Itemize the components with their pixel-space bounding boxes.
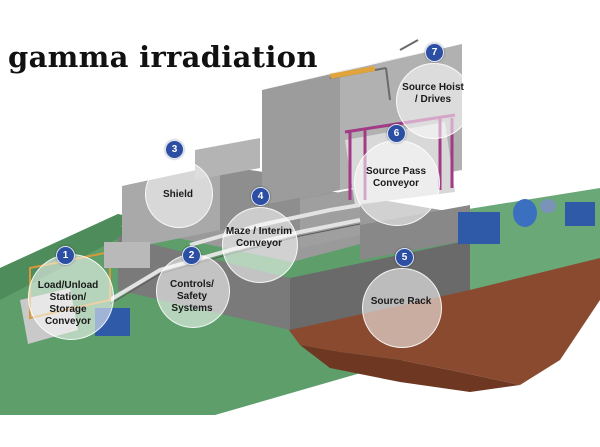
equipment-tank	[513, 199, 537, 227]
equipment-box-b	[565, 202, 595, 226]
callout-label-6: Source Pass Conveyor	[365, 166, 427, 189]
callout-label-2: Controls/ Safety Systems	[170, 279, 214, 314]
callout-badge-6: 6	[387, 124, 406, 143]
callout-halo-2	[156, 254, 230, 328]
callout-badge-2: 2	[182, 246, 201, 265]
callout-label-7: Source Hoist / Drives	[402, 82, 464, 105]
tower-left	[262, 72, 340, 205]
callout-label-4: Maze / Interim Conveyor	[225, 226, 293, 249]
callout-halo-4	[222, 207, 298, 283]
callout-halo-5	[362, 268, 442, 348]
callout-label-3: Shield	[162, 189, 193, 200]
callout-badge-4: 4	[251, 187, 270, 206]
callout-label-1: Load/Unload Station/ Storage Conveyor	[37, 280, 99, 327]
callout-badge-3: 3	[165, 140, 184, 159]
callout-badge-1: 1	[56, 246, 75, 265]
equipment-box-a	[458, 212, 500, 244]
maze-wall-c	[195, 138, 260, 180]
page-title: gamma irradiation	[8, 40, 318, 74]
callout-label-5: Source Rack	[370, 296, 432, 307]
callout-badge-7: 7	[425, 43, 444, 62]
product-boxes	[104, 242, 150, 268]
callout-halo-7	[396, 63, 472, 139]
equipment-drum	[540, 199, 556, 213]
callout-badge-5: 5	[395, 248, 414, 267]
callout-halo-1	[28, 254, 114, 340]
maze-wall-e	[360, 205, 470, 260]
earth-cutaway-shade	[300, 345, 520, 392]
callout-halo-3	[145, 160, 213, 228]
crane-beam	[329, 66, 376, 79]
